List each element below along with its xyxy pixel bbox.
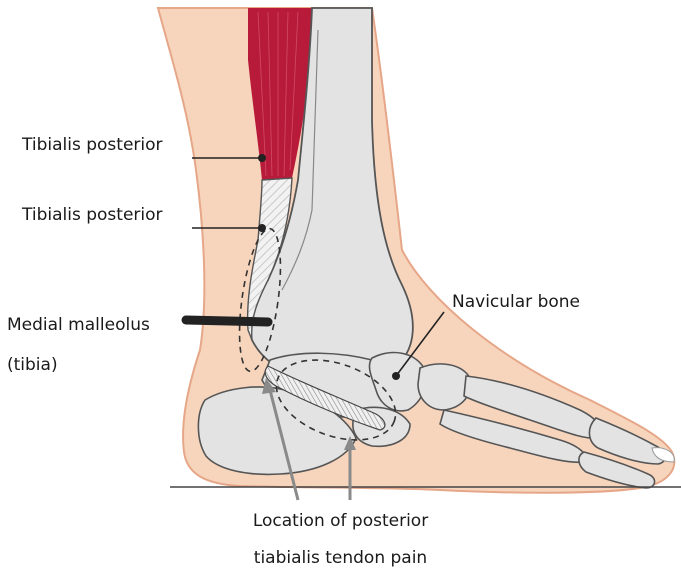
label-medial-malleolus-tibia: (tibia) [7, 357, 58, 374]
leader-navicular-dot [392, 372, 400, 380]
label-pain-location-line2: tiabialis tendon pain [0, 550, 681, 567]
leader-tp-muscle-dot [258, 154, 266, 162]
leader-medial-malleolus [186, 320, 268, 322]
label-pain-location-line1: Location of posterior [0, 513, 681, 530]
leader-tp-tendon-dot [258, 224, 266, 232]
label-navicular-bone: Navicular bone [452, 294, 580, 311]
label-tibialis-posterior-tendon: Tibialis posterior [22, 207, 163, 224]
label-tibialis-posterior-muscle: Tibialis posterior [22, 137, 163, 154]
label-medial-malleolus: Medial malleolus [7, 317, 150, 334]
